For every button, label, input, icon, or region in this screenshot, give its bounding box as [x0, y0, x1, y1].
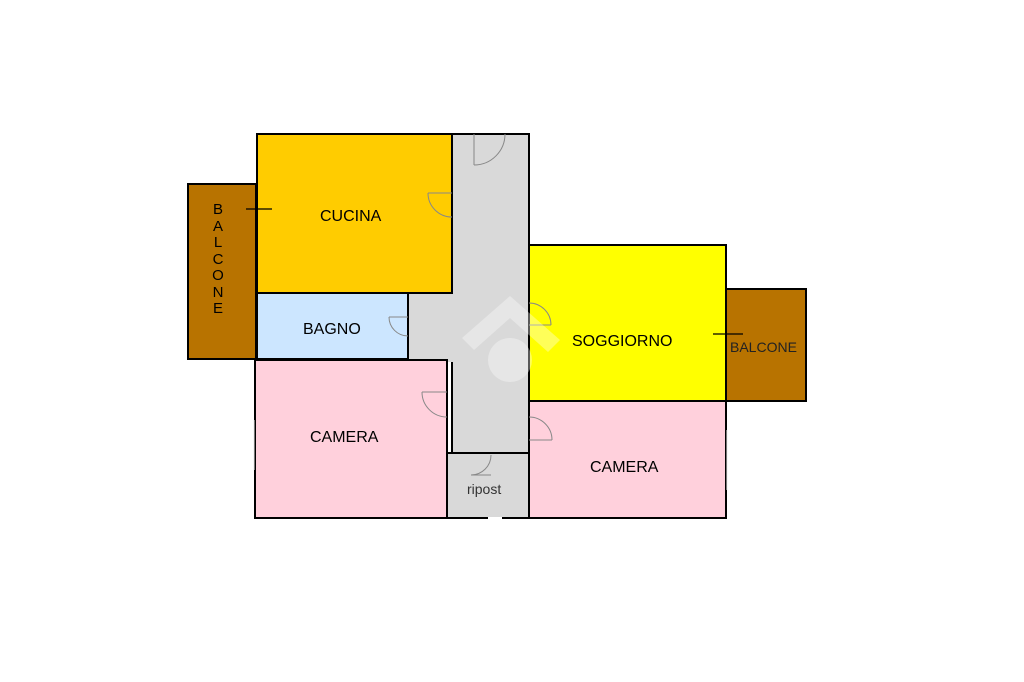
door-soggiorno [528, 302, 552, 326]
door-camera-right [528, 416, 553, 441]
corridor-hall [405, 292, 465, 362]
room-cucina [256, 133, 453, 294]
door-ripost [470, 454, 492, 476]
door-camera-left [421, 391, 448, 418]
soggiorno-label: SOGGIORNO [572, 333, 673, 350]
camera-right-label: CAMERA [590, 459, 659, 476]
camera-left-label: CAMERA [310, 429, 379, 446]
door-entrance [473, 133, 506, 166]
room-camera-right [528, 400, 727, 519]
room-soggiorno [528, 244, 727, 402]
room-bagno [256, 292, 409, 360]
door-bagno [388, 316, 409, 337]
cucina-label: CUCINA [320, 208, 382, 225]
ripost-label: ripost [467, 481, 502, 497]
balcone-left [187, 183, 257, 360]
watermark-icon [462, 296, 560, 382]
balcone-right-label: BALCONE [730, 339, 797, 355]
room-camera-left [254, 359, 448, 519]
balcone-left-label: B A L C O N E [212, 201, 224, 317]
bagno-label: BAGNO [303, 321, 361, 338]
balcone-right [725, 288, 807, 402]
door-cucina [427, 192, 453, 218]
